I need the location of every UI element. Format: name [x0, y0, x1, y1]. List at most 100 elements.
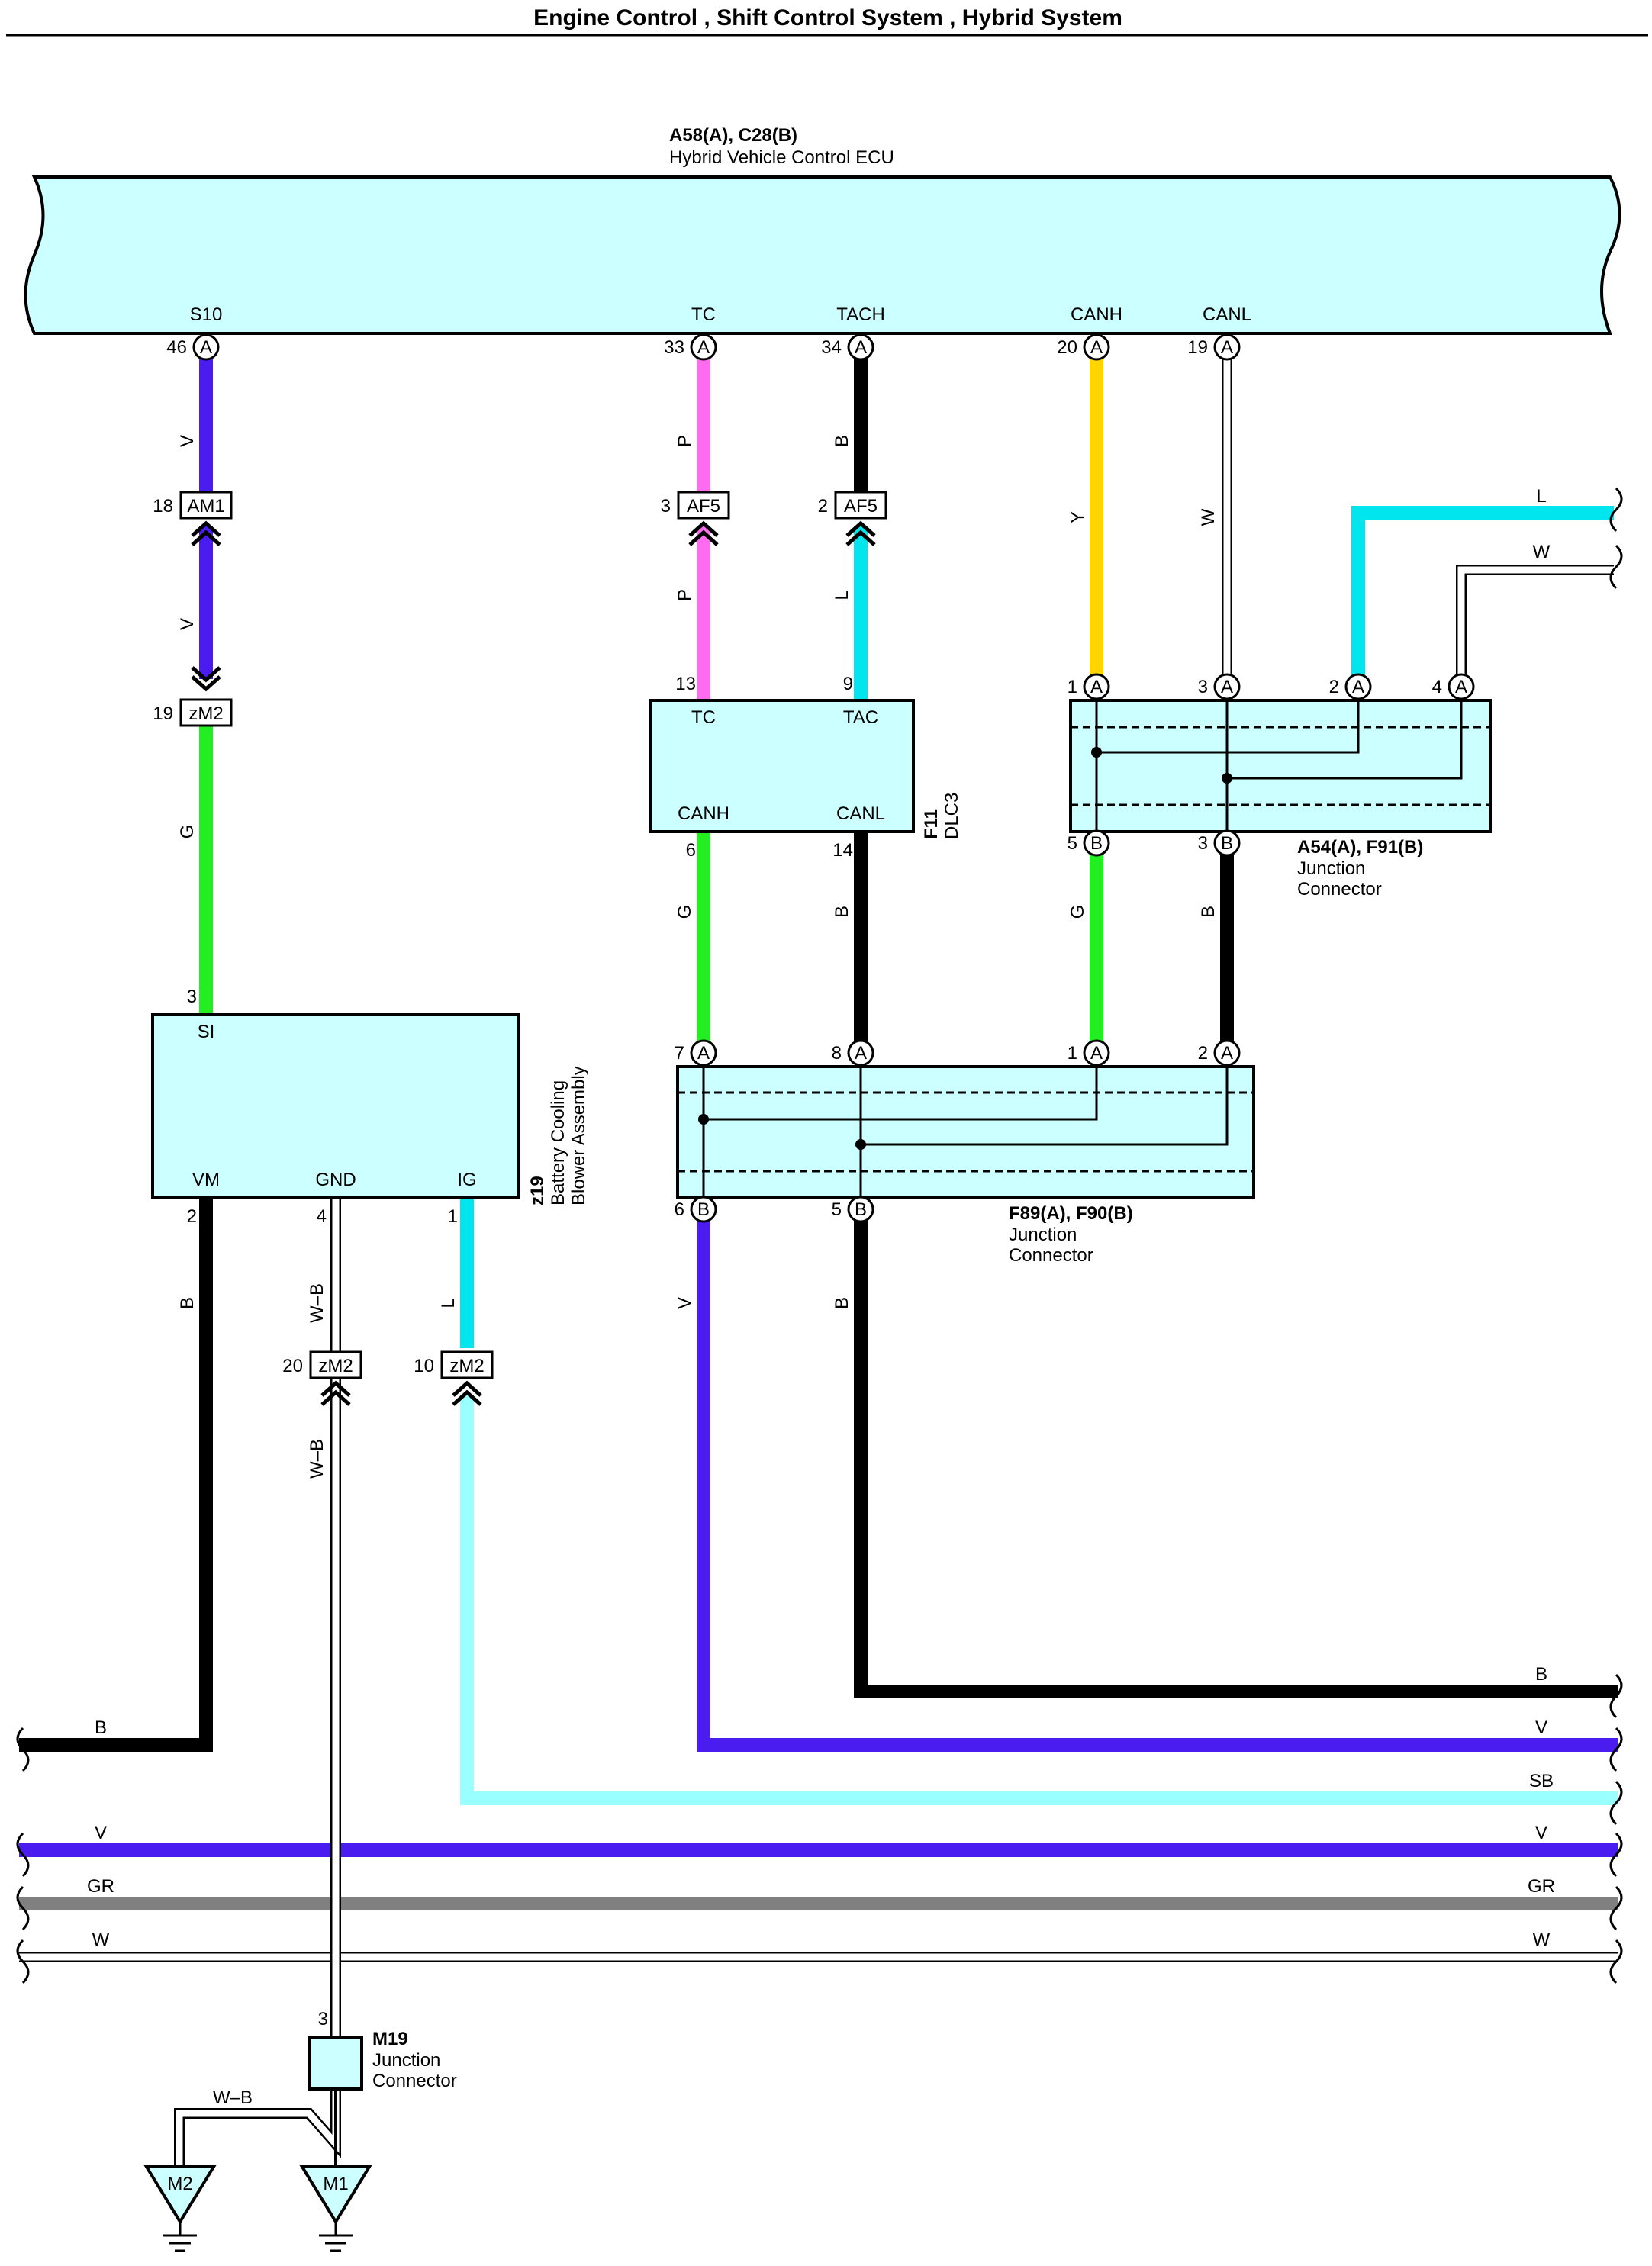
dlc3-pin-num-tc: 13: [675, 674, 696, 694]
ecu-pins: A 46 A 33 A 34 A 20 A 19: [166, 333, 1241, 361]
wire-right-w: [1457, 566, 1614, 675]
wire-ground-link-outline: [174, 2087, 341, 2167]
wire-label: W–B: [307, 1439, 327, 1479]
blower-code: z19: [527, 1176, 548, 1205]
blower-pin-label-vm: VM: [192, 1170, 220, 1190]
ecu-pin-label-tach: TACH: [836, 304, 885, 325]
ecu-pin-label-canl: CANL: [1203, 304, 1251, 325]
chevron-down-icon: [191, 666, 221, 692]
f89-pin-num: 6: [675, 1199, 684, 1220]
dlc3-box: TC TAC CANH CANL 13 9 6 14: [649, 674, 915, 861]
dlc3-code: F11: [921, 809, 942, 839]
dlc3-pin-label-tac: TAC: [843, 707, 878, 728]
wire-label: B: [1198, 906, 1219, 918]
wire-label: V: [1535, 1823, 1547, 1843]
blower-pin-label-si: SI: [198, 1022, 215, 1042]
wire-label: W: [1198, 508, 1219, 526]
a54-pin-conn: B: [1090, 833, 1103, 854]
ecu-pin-num-tc: 33: [664, 337, 684, 358]
wire-label: SB: [1529, 1771, 1554, 1791]
a54-pin-conn: A: [1221, 677, 1233, 697]
a54-name-2: Connector: [1297, 879, 1382, 900]
wire-f89-v: [697, 1221, 1618, 1752]
m19-name-1: Junction: [372, 2050, 440, 2071]
wire-label: V: [675, 1297, 695, 1309]
ecu-pin-label-tc: TC: [691, 304, 716, 325]
a54-code: A54(A), F91(B): [1297, 837, 1423, 858]
wire-label: G: [177, 825, 198, 839]
chevron-up-icon: [320, 1380, 351, 1406]
a54-pin-num: 1: [1068, 677, 1077, 697]
chevron-up-icon: [688, 520, 719, 546]
a54-pin-num: 4: [1432, 677, 1442, 697]
junction-connector-a54: A 1 A 3 A 2 A 4 B 5 B 3: [1068, 673, 1492, 857]
f89-pin-conn: A: [855, 1043, 867, 1064]
wire-label: W: [92, 1930, 110, 1950]
wire-label: P: [675, 589, 695, 601]
blower-pin-label-ig: IG: [457, 1170, 476, 1190]
wire-ground-link: [176, 2087, 340, 2167]
m19-pin: 3: [318, 2009, 328, 2029]
inline-connector-label: AF5: [844, 496, 878, 517]
dlc3-name: DLC3: [942, 793, 962, 839]
dlc3-pin-label-tc: TC: [691, 707, 716, 728]
wire-label: W–B: [213, 2087, 253, 2108]
ecu-pin-label-canh: CANH: [1071, 304, 1122, 325]
ecu-pin-conn-canl: A: [1221, 337, 1233, 358]
wire-label: W–B: [307, 1283, 327, 1323]
break-marks: [16, 487, 1623, 1984]
f89-name-2: Connector: [1009, 1245, 1093, 1266]
ground-m2-label: M2: [167, 2174, 192, 2194]
inline-connector-label: zM2: [318, 1356, 353, 1376]
m19-code: M19: [372, 2029, 408, 2049]
inline-connector-label: zM2: [188, 703, 223, 724]
a54-pin-conn: A: [1352, 677, 1364, 697]
chevron-up-icon: [191, 520, 221, 546]
ecu-pin-conn-canh: A: [1090, 337, 1103, 358]
ground-m1-label: M1: [323, 2174, 348, 2194]
blower-pin-num-si: 3: [187, 987, 197, 1007]
inline-connector-label: AM1: [187, 496, 224, 517]
ecu-pin-num-canh: 20: [1057, 337, 1077, 358]
inline-connector-zm2-19: zM2 19: [153, 666, 233, 727]
inline-connector-label: zM2: [449, 1356, 484, 1376]
wire-ig-sb: [460, 1395, 1618, 1805]
wire-label: GR: [87, 1876, 114, 1897]
chevron-up-icon: [845, 520, 876, 546]
ecu-pin-num-tach: 34: [821, 337, 842, 358]
wire-label: L: [832, 590, 852, 600]
ecu-pin-conn-tc: A: [697, 337, 710, 358]
a54-pin-num: 5: [1068, 833, 1077, 854]
dlc3-pin-num-canh: 6: [686, 840, 696, 861]
ecu-pin-conn-s10: A: [200, 337, 212, 358]
wire-label: B: [95, 1717, 107, 1738]
inline-connector-label: AF5: [687, 496, 720, 517]
inline-connector-pin: 2: [818, 496, 828, 517]
wire-label: B: [1535, 1664, 1547, 1685]
f89-pin-conn: A: [697, 1043, 710, 1064]
f89-pin-conn: B: [697, 1199, 710, 1220]
ecu-pin-num-s10: 46: [166, 337, 187, 358]
f89-name-1: Junction: [1009, 1225, 1077, 1245]
dlc3-label: F11 DLC3: [921, 793, 962, 839]
wire-label: G: [1068, 905, 1088, 919]
chevron-up-icon: [452, 1380, 482, 1406]
ground-icon: [163, 2234, 197, 2252]
inline-connector-pin: 19: [153, 703, 173, 724]
wire-label: B: [177, 1297, 198, 1309]
ground-icon: [319, 2234, 353, 2252]
wire-label: GR: [1528, 1876, 1555, 1897]
a54-pin-conn: A: [1090, 677, 1103, 697]
blower-label: z19 Battery Cooling Blower Assembly: [527, 1066, 589, 1205]
inline-connector-af5-3: AF5 3: [661, 491, 730, 546]
wire-label: L: [438, 1298, 459, 1308]
wire-label: G: [675, 905, 695, 919]
a54-pin-conn: A: [1455, 677, 1467, 697]
blower-pin-num-gnd: 4: [317, 1206, 327, 1227]
ground-m2: M2: [143, 2165, 217, 2252]
junction-connector-f89: A 7 A 8 A 1 A 2 B 6 B 5: [675, 1039, 1255, 1223]
dlc3-pin-label-canh: CANH: [678, 803, 729, 824]
ecu-code: A58(A), C28(B): [669, 125, 797, 146]
ecu-pin-conn-tach: A: [855, 337, 867, 358]
f89-pin-conn: A: [1221, 1043, 1233, 1064]
